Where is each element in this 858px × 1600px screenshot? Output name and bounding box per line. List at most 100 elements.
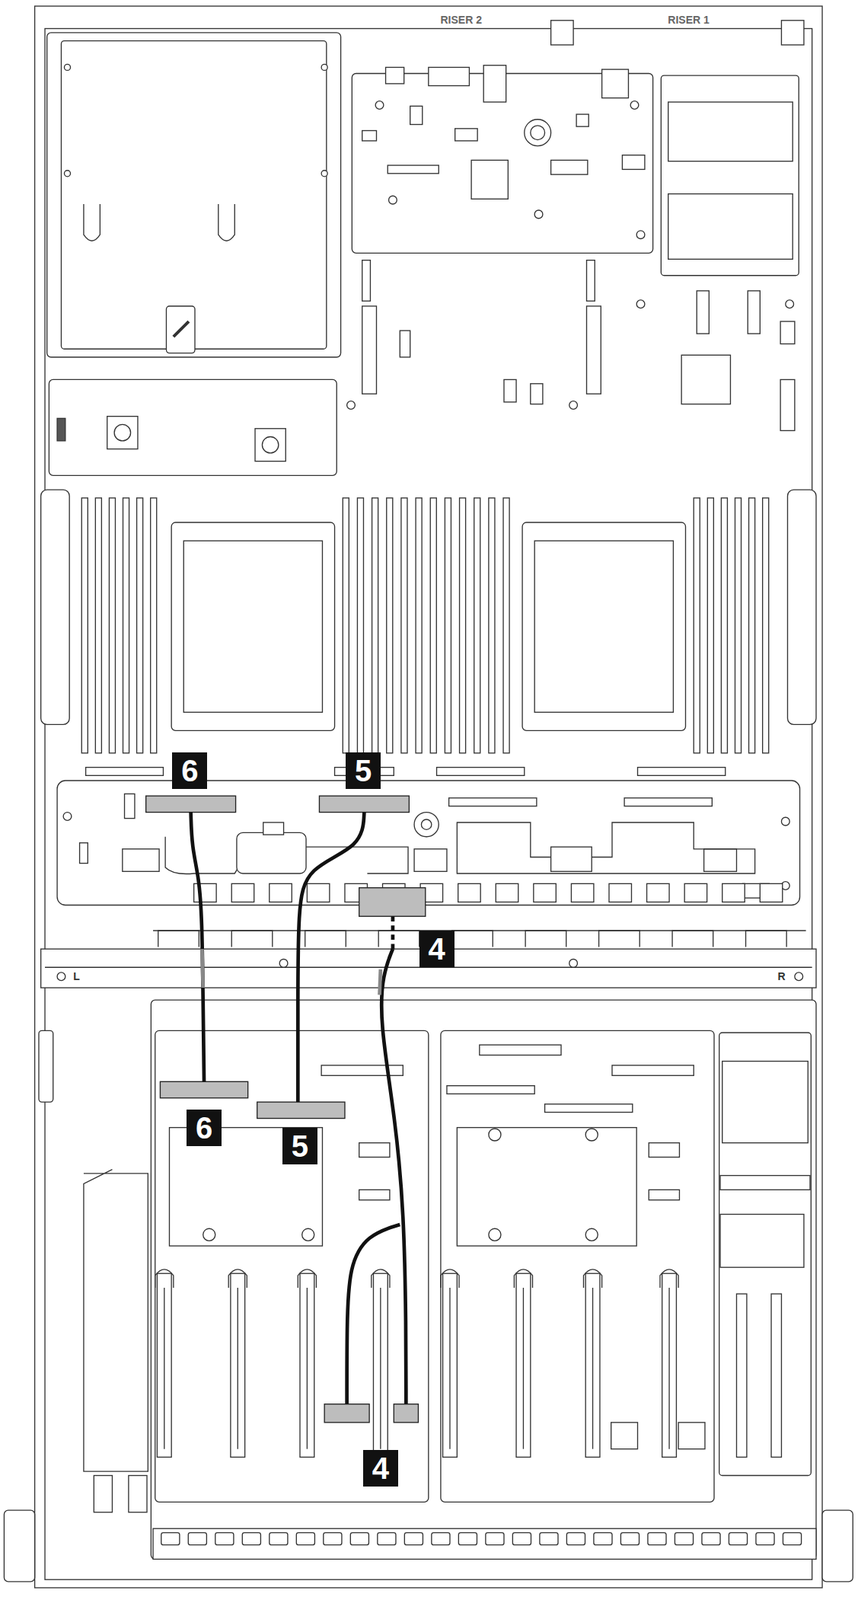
pcie-slot-body (443, 1272, 458, 1457)
dimm-slot (357, 497, 364, 753)
connector (551, 159, 588, 175)
connector (780, 379, 795, 431)
psu-body (60, 41, 326, 350)
screw (488, 1227, 501, 1241)
cable-connector (324, 1403, 370, 1423)
connector (79, 842, 89, 864)
dimm-slot (137, 497, 144, 753)
front-port (242, 1532, 261, 1545)
side-label: R (775, 970, 787, 983)
fan-tab (231, 930, 273, 947)
screw (585, 1227, 598, 1241)
psu-cage (47, 32, 342, 358)
front-ports (161, 1532, 802, 1545)
cable (297, 812, 364, 1103)
pcie-slot-latch (297, 1269, 316, 1288)
header (530, 383, 543, 405)
pcie-board (155, 1030, 429, 1502)
front-port (377, 1532, 396, 1545)
cpu-socket-frame (183, 540, 323, 712)
dimm-slot (488, 497, 495, 753)
dimm-slot (720, 497, 728, 753)
front-port (350, 1532, 369, 1545)
screw (375, 101, 384, 110)
slot (545, 1103, 633, 1113)
fan-tab (525, 930, 567, 947)
chip (471, 159, 508, 199)
pcie-slot-body (662, 1272, 677, 1457)
riser-latch (551, 20, 574, 45)
board-connector (269, 883, 292, 902)
fan-edge (153, 929, 807, 931)
pcie-slot-key (306, 1287, 308, 1449)
connector (696, 290, 709, 334)
dimm-slot (474, 497, 481, 753)
pcie-slot-key (379, 1287, 381, 1449)
motherboard-rear (347, 20, 804, 431)
screw (534, 210, 543, 219)
header (503, 379, 517, 402)
screw (63, 63, 71, 71)
board-connector (194, 883, 217, 902)
side-card-chip (720, 1214, 804, 1268)
dimm-slot (693, 497, 700, 753)
led (576, 114, 589, 127)
screw (781, 816, 790, 826)
dimm-slots (81, 497, 769, 753)
bmc-chip (681, 354, 731, 404)
screw (569, 401, 578, 410)
slot (86, 767, 164, 776)
pcie-slots (155, 1269, 679, 1458)
riser-cage (660, 75, 799, 276)
pcie-slot-latch (583, 1269, 602, 1288)
chassis (3, 6, 853, 1588)
standoff-screw (421, 819, 431, 830)
riser-card (668, 102, 793, 162)
chassis-inner (44, 28, 813, 1580)
dimm-slot (707, 497, 714, 753)
board-connector (684, 883, 707, 902)
board-connector (495, 883, 518, 902)
pcie-slot-key (163, 1287, 165, 1449)
front-port (782, 1532, 801, 1545)
callout-number: 4 (363, 1449, 399, 1487)
connector (359, 1189, 390, 1200)
slot (449, 797, 537, 807)
pcie-slot-latch (660, 1269, 679, 1288)
cables (191, 812, 407, 1404)
dimm-slot (150, 497, 157, 753)
chassis-outline (35, 6, 823, 1588)
slot (720, 1175, 811, 1190)
screw (321, 63, 328, 71)
front-port (593, 1532, 613, 1545)
rack-ear (822, 1509, 853, 1582)
slot (637, 767, 726, 776)
slot (446, 1085, 535, 1095)
header (362, 130, 377, 141)
screw (636, 299, 645, 309)
dimm-slot (762, 497, 769, 753)
pcie-slot-key (592, 1287, 594, 1449)
cpu-sockets (171, 522, 686, 731)
riser-slot (362, 260, 371, 302)
riser-label: RISER 2 (438, 14, 483, 26)
pcie-slot (660, 1269, 679, 1458)
connector-board (57, 767, 800, 906)
pcie-slot (155, 1269, 174, 1458)
slot (479, 1044, 562, 1055)
front-port (269, 1532, 288, 1545)
pcie-slot-key (668, 1287, 670, 1449)
bracket-boss (255, 428, 286, 462)
screw (321, 170, 328, 177)
side-label: L (71, 970, 82, 983)
cable-holder (236, 832, 307, 874)
rear-port (385, 66, 405, 83)
mezz-card (456, 1127, 637, 1246)
connector (359, 1142, 390, 1158)
bracket-screw (261, 436, 278, 453)
fan-tab (672, 930, 714, 947)
dimm-slot (503, 497, 510, 753)
pcie-slot-body (230, 1272, 246, 1457)
pcie-slot-key (237, 1287, 239, 1449)
